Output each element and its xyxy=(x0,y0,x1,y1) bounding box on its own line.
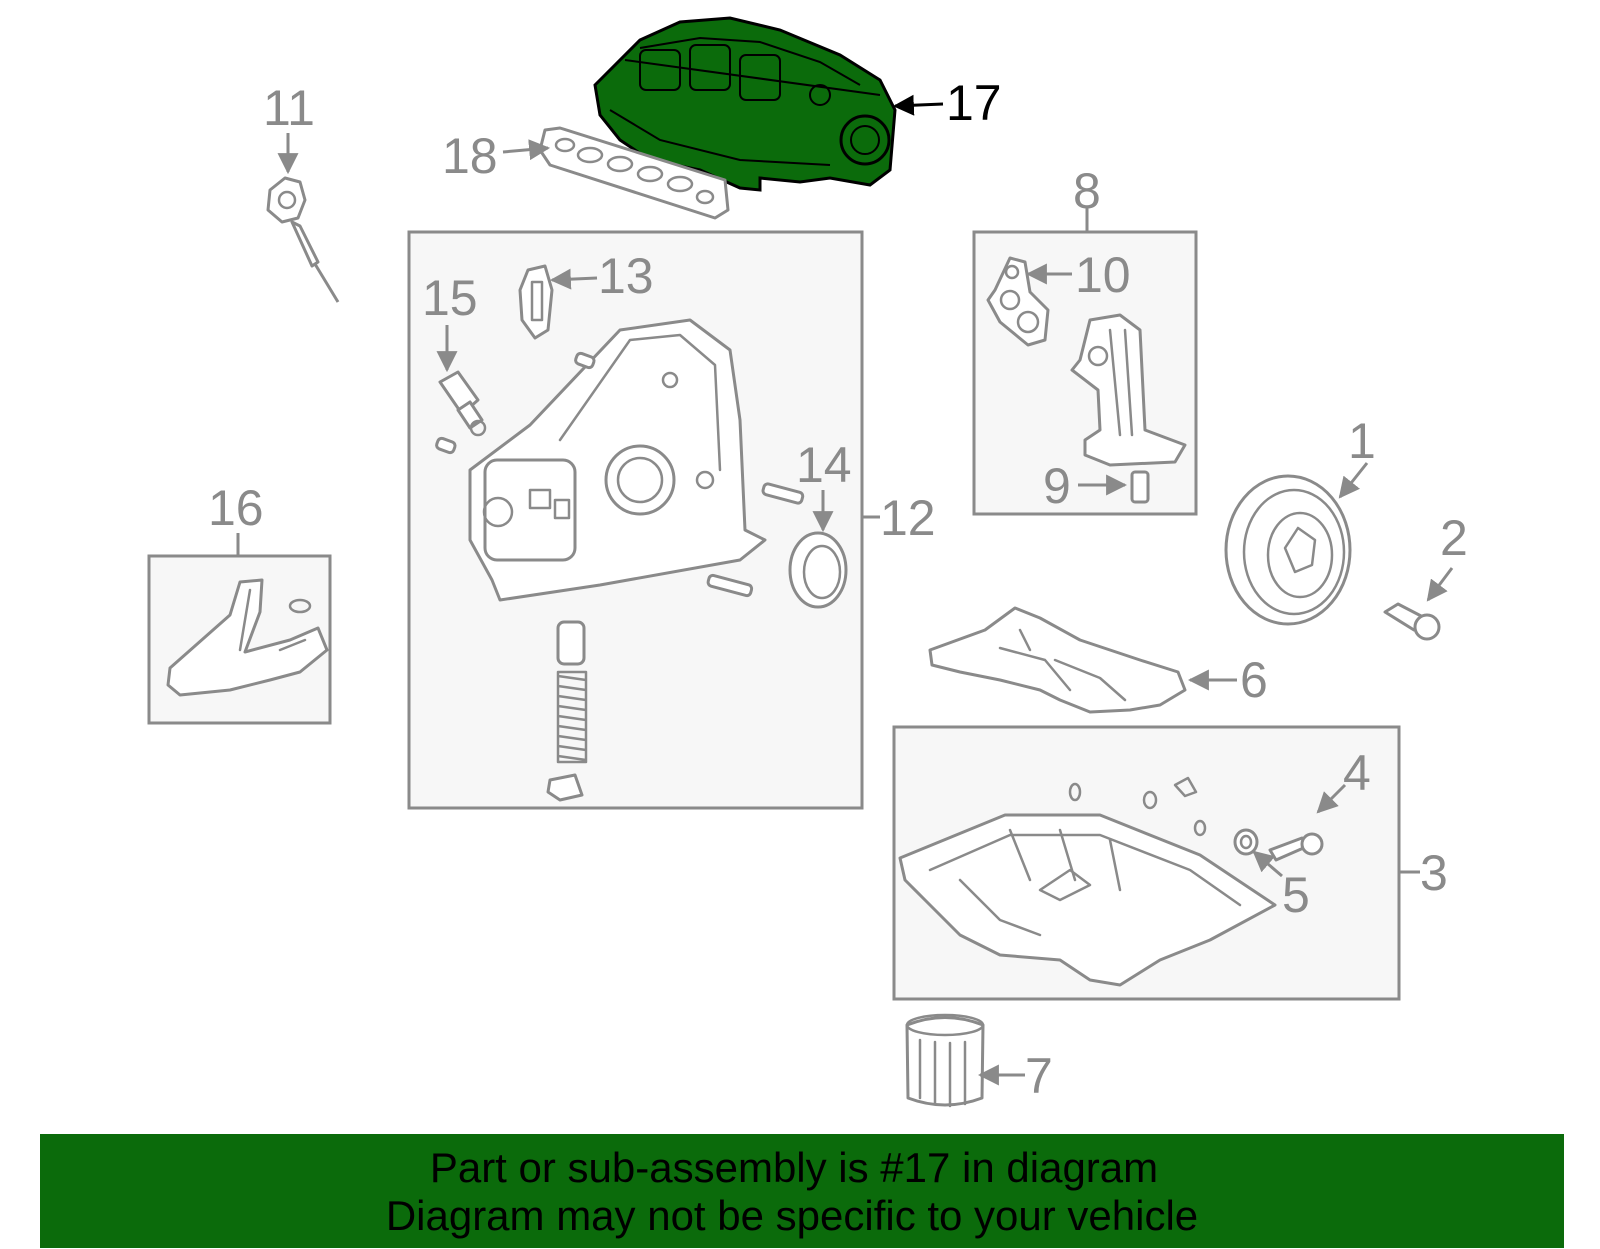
pulley-part-1[interactable] xyxy=(1224,474,1352,626)
callout-17: 17 xyxy=(946,75,1002,131)
oil-strainer-part-16[interactable] xyxy=(166,578,329,697)
callout-12: 12 xyxy=(880,490,936,546)
washer-part-5[interactable] xyxy=(1233,828,1259,856)
oil-seal-part-14[interactable] xyxy=(788,531,848,609)
banner-line-2: Diagram may not be specific to your vehi… xyxy=(385,1192,1199,1239)
callout-14: 14 xyxy=(796,437,852,493)
callout-5: 5 xyxy=(1282,867,1310,923)
filter-housing-part-8[interactable] xyxy=(1070,313,1187,467)
callout-6: 6 xyxy=(1240,652,1268,708)
dowel-pins xyxy=(435,351,805,598)
callout-9: 9 xyxy=(1043,458,1071,514)
banner-line-1: Part or sub-assembly is #17 in diagram xyxy=(429,1144,1159,1191)
callout-15: 15 xyxy=(422,270,478,326)
bolt-part-2[interactable] xyxy=(1383,602,1441,641)
callout-11: 11 xyxy=(263,80,315,136)
callout-18: 18 xyxy=(442,128,498,184)
callout-3: 3 xyxy=(1420,845,1448,901)
relief-valve-parts[interactable] xyxy=(546,620,588,802)
intake-manifold-part-17[interactable] xyxy=(593,16,897,192)
info-banner: Part or sub-assembly is #17 in diagram D… xyxy=(40,1134,1564,1248)
callout-4: 4 xyxy=(1343,745,1371,801)
oil-pump-part-12[interactable] xyxy=(468,318,767,602)
callout-10: 10 xyxy=(1075,247,1131,303)
seal-part-10[interactable] xyxy=(986,256,1050,347)
callout-8: 8 xyxy=(1073,163,1101,219)
plug-part-9[interactable] xyxy=(1130,470,1150,504)
sensor-part-15[interactable] xyxy=(438,370,487,437)
callout-13: 13 xyxy=(598,248,654,304)
oil-filter-part-7[interactable] xyxy=(905,1013,985,1108)
callout-1: 1 xyxy=(1348,413,1376,469)
callout-7: 7 xyxy=(1025,1048,1053,1104)
callout-16: 16 xyxy=(208,480,264,536)
callout-2: 2 xyxy=(1440,510,1468,566)
baffle-part-6[interactable] xyxy=(928,606,1187,714)
seal-part-13[interactable] xyxy=(518,264,554,340)
leader-lines xyxy=(236,94,1454,1086)
dipstick-part-11[interactable] xyxy=(266,176,340,303)
oil-pan-part-3[interactable] xyxy=(898,776,1277,987)
